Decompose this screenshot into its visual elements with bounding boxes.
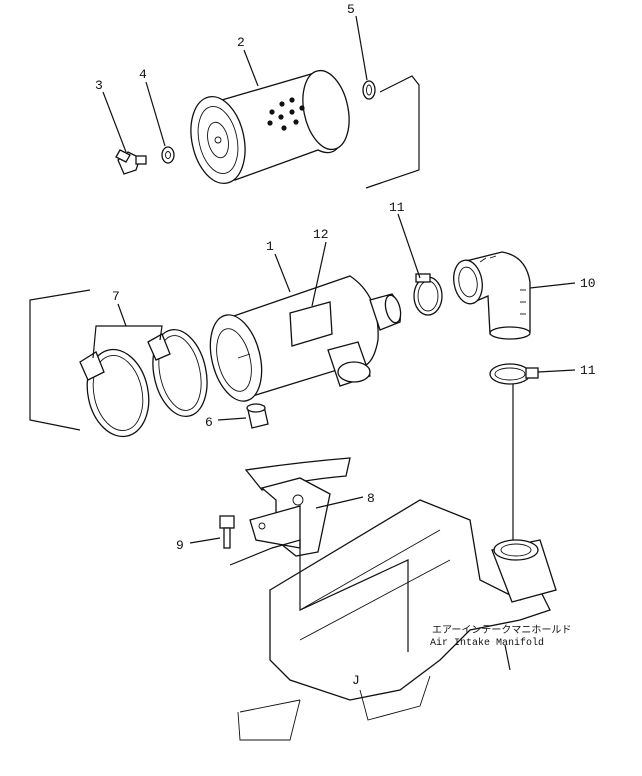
callout-4: 4	[139, 67, 147, 82]
drain-valve	[246, 403, 269, 429]
elbow-hose	[453, 251, 531, 340]
air-cleaner-body	[209, 275, 402, 402]
element-perforations	[267, 97, 305, 131]
callout-5: 5	[347, 2, 355, 17]
hose-clamp-lower	[489, 363, 539, 385]
callout-11-upper: 11	[389, 200, 405, 215]
reference-marker-j: J	[352, 673, 360, 688]
wing-nut	[115, 149, 147, 175]
callout-9: 9	[176, 538, 184, 553]
callout-3: 3	[95, 78, 103, 93]
intake-manifold	[237, 499, 557, 741]
element-assembly	[190, 69, 350, 185]
callout-6: 6	[205, 415, 213, 430]
callout-8: 8	[367, 491, 375, 506]
callout-2: 2	[237, 35, 245, 50]
hose-clamp-upper	[413, 273, 443, 316]
washer	[161, 146, 175, 164]
callout-labels: 1 2 3 4 5 6 7 8 9 10 11 11 12	[95, 2, 596, 553]
callout-10: 10	[580, 276, 596, 291]
callout-11-lower: 11	[580, 363, 596, 378]
bolt	[219, 515, 235, 549]
manifold-label: エアーインテークマニホールド Air Intake Manifold	[430, 624, 571, 649]
manifold-label-japanese: エアーインテークマニホールド	[432, 624, 571, 637]
callout-12: 12	[313, 227, 329, 242]
band-clamps	[79, 328, 208, 438]
manifold-label-english: Air Intake Manifold	[430, 637, 544, 649]
callout-7: 7	[112, 289, 120, 304]
callout-1: 1	[266, 239, 274, 254]
seal-ring	[362, 80, 376, 100]
mounting-bracket	[244, 457, 351, 557]
